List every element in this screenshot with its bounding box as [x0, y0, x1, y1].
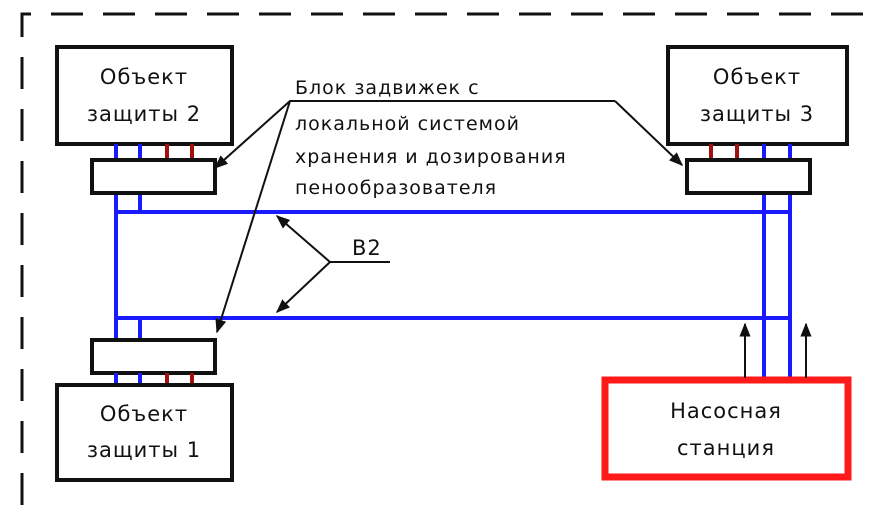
object-3-label-2: защиты 3: [700, 102, 814, 126]
valve-note-line-1: Блок задвижек с: [295, 77, 480, 99]
object-3-box: [666, 45, 849, 146]
valve-note-line-3: хранения и дозирования: [295, 146, 567, 168]
valve-note-line-4: пенообразователя: [295, 177, 497, 199]
object-3: Объект защиты 3: [666, 45, 849, 195]
ring-main: [114, 193, 792, 380]
pipe-callout-leader-bottom: [275, 261, 331, 313]
pump-station: Насосная станция: [601, 322, 852, 481]
pipe-label: В2: [352, 236, 382, 260]
valve-block-1: [90, 338, 217, 375]
valve-note-line-2: локальной системой: [295, 113, 520, 135]
object-3-label-1: Объект: [713, 65, 801, 89]
pump-station-label-1: Насосная: [670, 399, 782, 423]
object-2: Объект защиты 2: [55, 45, 234, 195]
valve-note-leader-3: [614, 100, 684, 166]
pump-station-box: [601, 376, 852, 481]
object-1: Объект защиты 1: [55, 338, 234, 482]
valve-note: Блок задвижек с локальной системой хране…: [213, 77, 684, 334]
object-1-label-1: Объект: [100, 402, 188, 426]
object-2-label-1: Объект: [100, 65, 188, 89]
pipe-callout: В2: [275, 215, 390, 313]
valve-block-2: [90, 158, 217, 195]
object-2-box: [55, 45, 234, 146]
object-1-label-2: защиты 1: [87, 438, 201, 462]
valve-note-leader-1: [215, 100, 291, 334]
valve-block-3: [685, 158, 812, 195]
site-boundary: [20, 12, 877, 505]
object-1-box: [55, 383, 234, 482]
object-2-label-2: защиты 2: [87, 102, 201, 126]
pump-station-label-2: станция: [677, 436, 775, 460]
